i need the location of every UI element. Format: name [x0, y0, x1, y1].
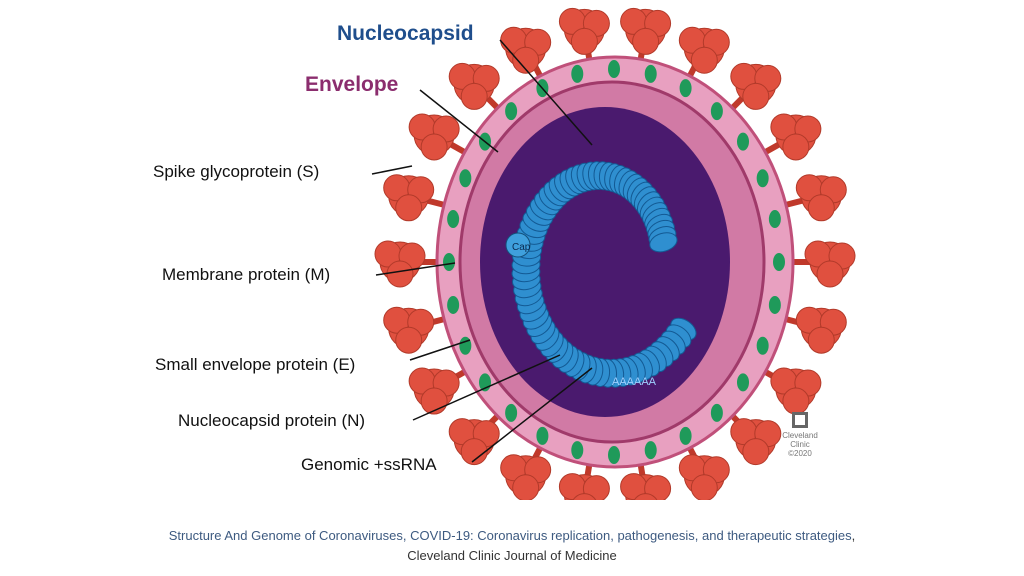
- ribonucleoprotein-helix: [511, 161, 697, 388]
- spike-protein: [500, 454, 552, 500]
- spike-protein: [383, 174, 435, 222]
- membrane-protein: [459, 169, 472, 188]
- membrane-protein: [768, 210, 781, 229]
- spike-protein: [383, 306, 435, 354]
- spike-protein: [770, 113, 822, 161]
- membrane-protein: [443, 253, 455, 271]
- membrane-protein: [679, 426, 692, 445]
- spike-protein: [678, 26, 730, 74]
- small-envelope-label: Small envelope protein (E): [155, 355, 356, 374]
- membrane-protein: [447, 295, 460, 314]
- polya-tail: AAAAAA: [612, 376, 657, 388]
- membrane-protein: [505, 102, 518, 121]
- membrane-protein: [768, 295, 781, 314]
- spike-protein: [448, 62, 500, 110]
- spike-protein: [795, 306, 847, 354]
- caption-link[interactable]: Structure And Genome of Coronaviruses, C…: [168, 528, 852, 543]
- cap-marker: [505, 232, 531, 258]
- figure-caption: Structure And Genome of Coronaviruses, C…: [150, 526, 874, 566]
- nucleocapsid-protein: [649, 232, 678, 253]
- spike-protein: [678, 454, 730, 500]
- spike-protein: [730, 418, 782, 466]
- membrane-protein: [737, 132, 750, 151]
- spike-protein: [558, 7, 610, 55]
- spike-protein: [448, 418, 500, 466]
- logo-copyright: ©2020: [788, 449, 812, 458]
- membrane-protein: [756, 169, 769, 188]
- membrane-protein: [756, 336, 769, 355]
- spike-protein: [558, 473, 610, 500]
- spike-protein: [730, 62, 782, 110]
- membrane-protein: [644, 441, 657, 460]
- spike-label: Spike glycoprotein (S): [153, 162, 320, 181]
- membrane-protein: [571, 441, 584, 460]
- membrane-protein: [710, 403, 723, 422]
- nucleocapsid-protein-label: Nucleocapsid protein (N): [178, 411, 366, 430]
- membrane-protein: [773, 253, 785, 271]
- spike-protein: [374, 240, 426, 288]
- membrane-proteins: [443, 60, 785, 464]
- membrane-protein: [571, 64, 584, 83]
- envelope-label: Envelope: [305, 73, 399, 96]
- spike-protein: [500, 26, 552, 74]
- leader-lines: [371, 39, 593, 463]
- membrane-protein: [644, 64, 657, 83]
- spike-protein: [620, 7, 672, 55]
- logo-mark-icon: [792, 412, 808, 428]
- membrane-protein: [447, 210, 460, 229]
- membrane-protein: [536, 426, 549, 445]
- spike-protein: [620, 473, 672, 500]
- spike-protein: [408, 113, 460, 161]
- spike-protein: [795, 174, 847, 222]
- logo-text: Cleveland Clinic: [782, 431, 818, 449]
- membrane-label: Membrane protein (M): [162, 265, 331, 284]
- membrane-protein: [710, 102, 723, 121]
- membrane-protein: [608, 60, 620, 78]
- coronavirus-diagram: Cap AAAAAA: [371, 7, 856, 500]
- cap-label: Cap: [512, 242, 531, 253]
- membrane-protein: [679, 79, 692, 98]
- spike-protein: [804, 240, 856, 288]
- membrane-protein: [737, 373, 750, 392]
- genomic-label: Genomic +ssRNA: [301, 455, 437, 474]
- nucleocapsid-label: Nucleocapsid: [337, 22, 474, 45]
- membrane-protein: [608, 446, 620, 464]
- spike-proteins: [374, 7, 856, 500]
- spike-protein: [770, 367, 822, 415]
- cleveland-clinic-logo: Cleveland Clinic ©2020: [775, 412, 825, 458]
- caption-source: , Cleveland Clinic Journal of Medicine: [407, 528, 856, 563]
- membrane-protein: [505, 403, 518, 422]
- spike-protein: [408, 367, 460, 415]
